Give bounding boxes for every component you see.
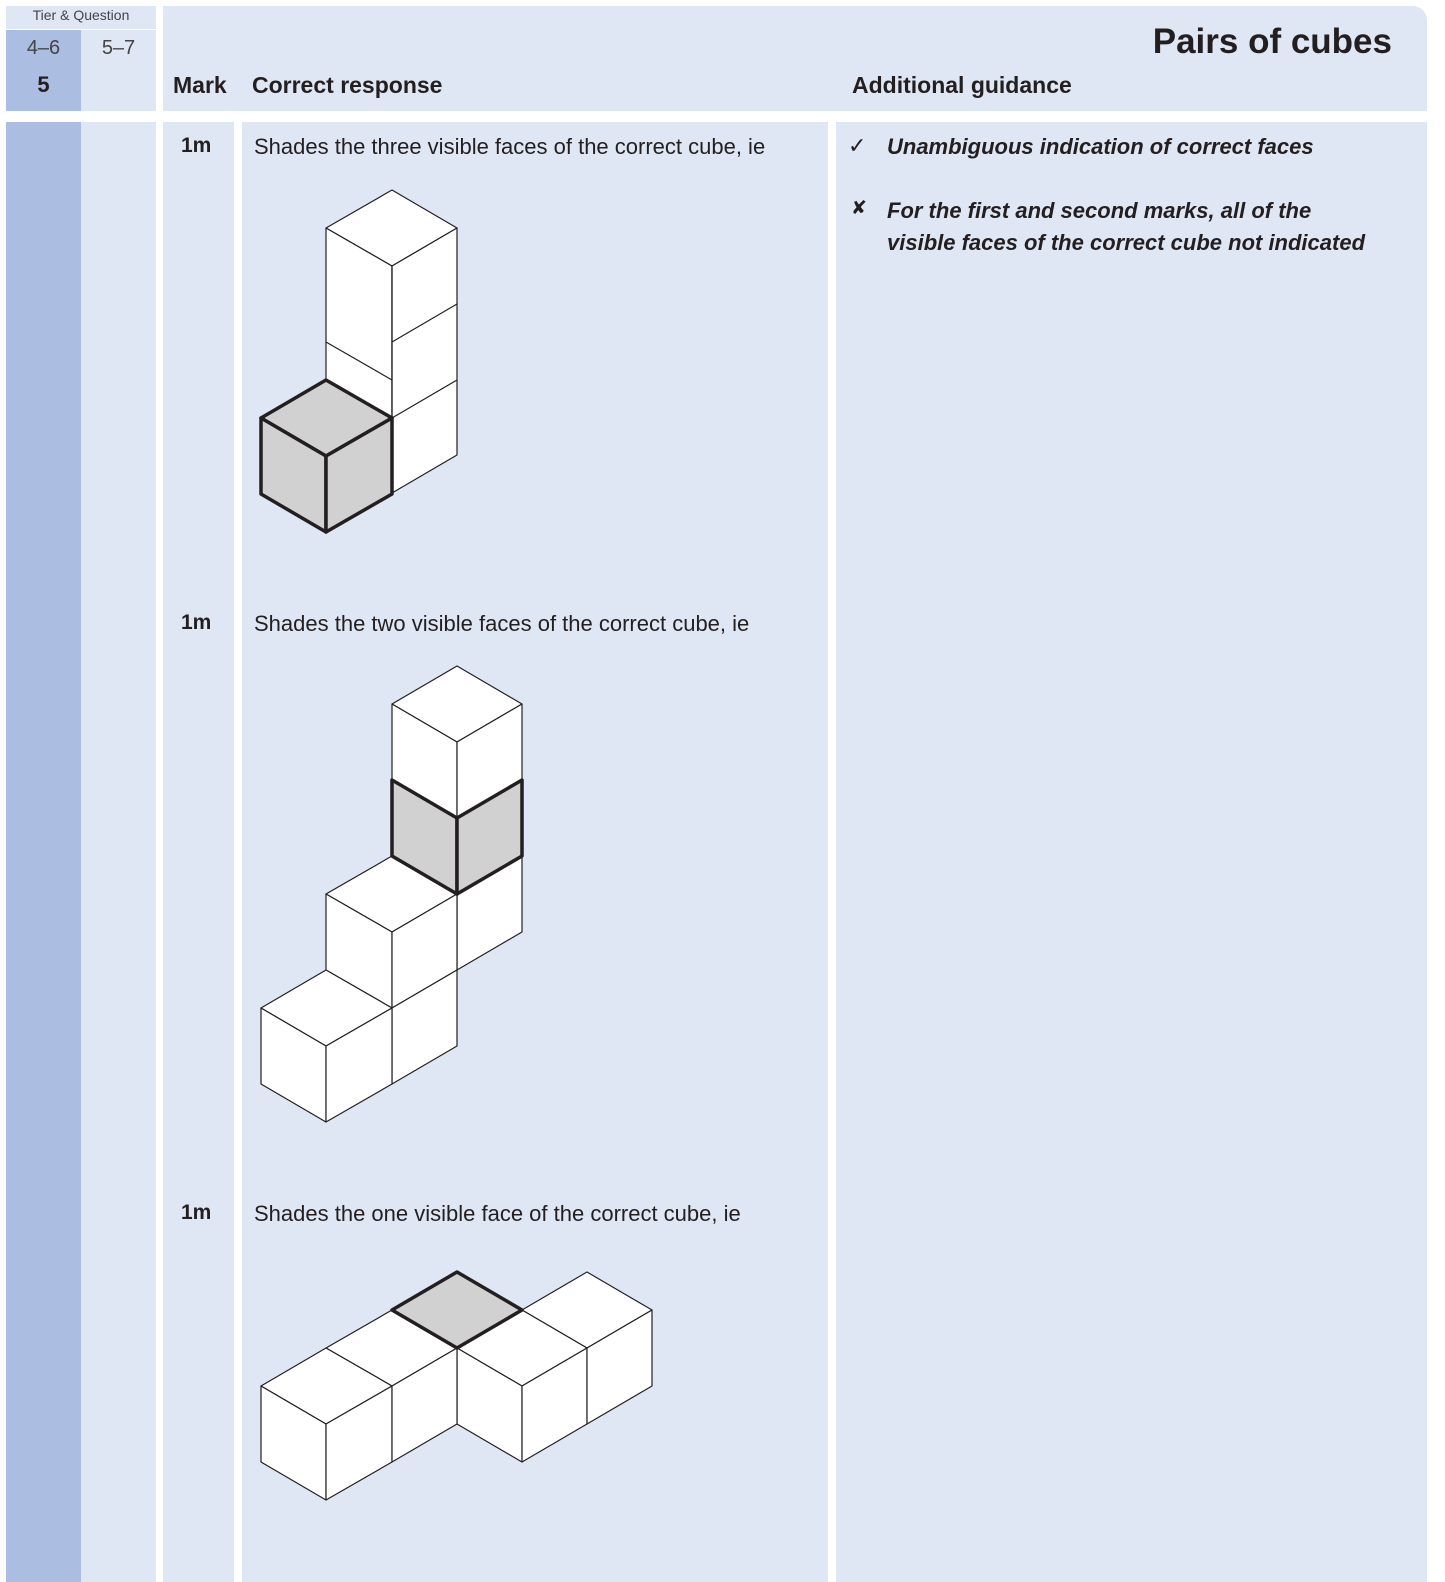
tier-column-alt — [81, 122, 156, 1582]
tier-4-6-cell — [6, 30, 81, 111]
row-1-mark: 1m — [181, 134, 212, 157]
row-1-response: Shades the three visible faces of the co… — [254, 134, 766, 159]
reject-guidance-line-1: For the first and second marks, all of t… — [887, 198, 1312, 223]
reject-guidance-line-2: visible faces of the correct cube not in… — [887, 230, 1366, 255]
tier-column — [6, 122, 81, 1582]
tier-question-label: Tier & Question — [32, 7, 130, 23]
column-header-mark: Mark — [173, 72, 227, 98]
row-3-mark: 1m — [181, 1201, 212, 1224]
row-2-response: Shades the two visible faces of the corr… — [254, 611, 750, 636]
row-2-mark: 1m — [181, 611, 212, 634]
header-panel — [163, 6, 1427, 111]
page-title: Pairs of cubes — [1152, 22, 1392, 61]
column-header-guidance: Additional guidance — [852, 72, 1072, 98]
tier-4-6: 4–6 — [26, 37, 61, 59]
question-number: 5 — [37, 72, 50, 97]
guidance-column — [836, 122, 1427, 1582]
tier-5-7: 5–7 — [101, 37, 136, 59]
tier-divider — [6, 29, 156, 30]
accept-tick-icon: ✓ — [848, 133, 867, 158]
row-3-response: Shades the one visible face of the corre… — [254, 1201, 741, 1226]
reject-cross-icon: ✘ — [851, 198, 867, 219]
mark-column — [163, 122, 234, 1582]
column-header-response: Correct response — [252, 72, 443, 98]
accept-guidance: Unambiguous indication of correct faces — [887, 134, 1314, 159]
